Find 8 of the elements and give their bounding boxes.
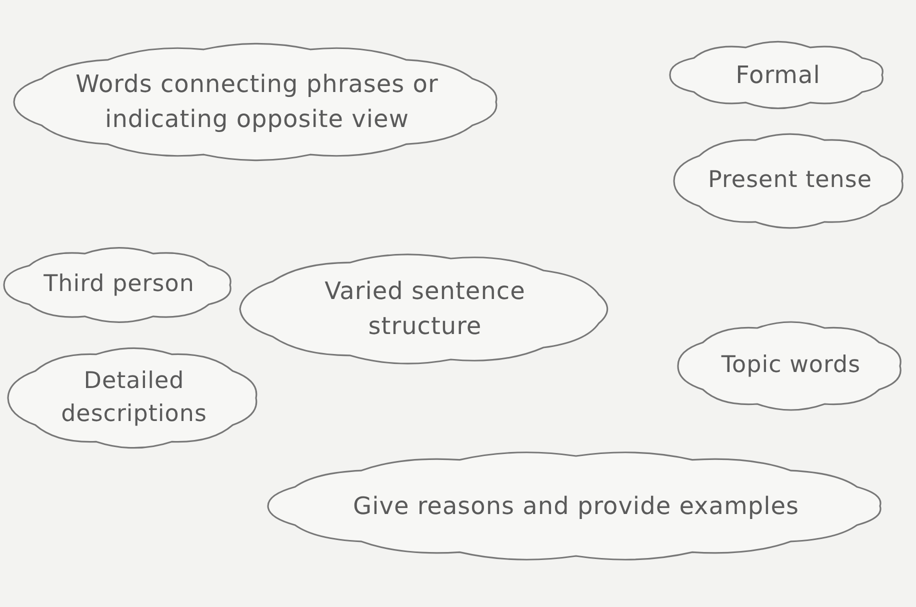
bubble-text: Formal — [736, 60, 820, 91]
bubble-text: Words connecting phrases or indicating opposite view — [74, 69, 440, 135]
bubble-text: Third person — [44, 270, 194, 300]
bubble-text: Detailed descriptions — [60, 366, 208, 429]
bubble-text: Topic words — [721, 351, 861, 380]
bubble-text: Varied sentence structure — [324, 276, 526, 342]
bubble-text: Give reasons and provide examples — [352, 490, 800, 522]
bubble-text: Present tense — [708, 166, 872, 196]
